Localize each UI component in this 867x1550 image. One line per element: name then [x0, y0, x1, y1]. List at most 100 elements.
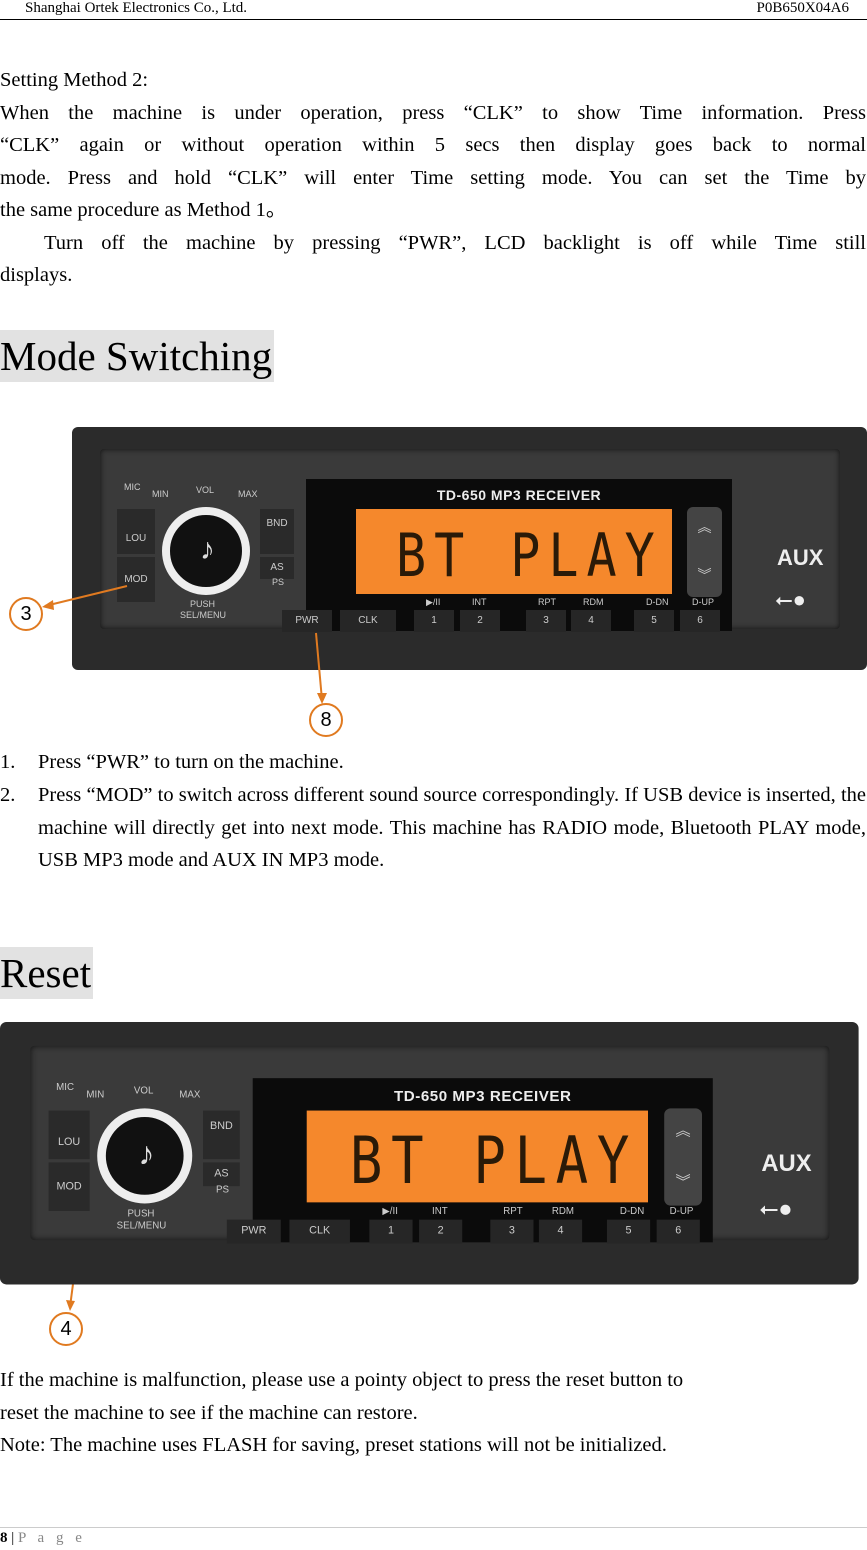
document-id: P0B650X04A6	[756, 0, 849, 16]
band-button[interactable]: BND	[203, 1110, 240, 1160]
down-icon[interactable]: ︾	[697, 567, 712, 583]
up-icon[interactable]: ︽	[675, 1121, 691, 1139]
preset-function-label: ▶/II	[426, 597, 441, 607]
down-icon[interactable]: ︾	[675, 1173, 691, 1191]
preset-function-label: INT	[472, 597, 487, 607]
seek-buttons[interactable]: ︽︾	[664, 1108, 702, 1206]
preset-function-label: RPT	[538, 597, 556, 607]
text-line: reset the machine to see if the machine …	[0, 1401, 418, 1424]
preset-function-label: D-DN	[646, 597, 669, 607]
callout-4: 4	[49, 1312, 83, 1346]
preset-function-label: D-UP	[692, 597, 714, 607]
page-header: Shanghai Ortek Electronics Co., Ltd. P0B…	[0, 0, 867, 20]
vol-label: VOL	[133, 1084, 154, 1096]
car-stereo-image: TD-650 MP3 RECEIVER BT PLAY MIC MIN VOL …	[0, 1022, 859, 1285]
list-text: Press “PWR” to turn on the machine.	[38, 751, 344, 773]
lou-button[interactable]: LOU	[48, 1110, 90, 1160]
preset-button-2[interactable]: 2	[419, 1219, 463, 1244]
preset-button-5[interactable]: 5	[634, 610, 674, 632]
min-label: MIN	[152, 489, 169, 499]
clk-button[interactable]: CLK	[340, 610, 396, 632]
preset-button-6[interactable]: 6	[680, 610, 720, 632]
mic-label: MIC	[56, 1081, 74, 1093]
sel-menu-label: SEL/MENU	[116, 1219, 167, 1231]
heading-reset: Reset	[0, 947, 94, 999]
preset-function-label: D-DN	[619, 1205, 645, 1217]
text-line: “CLK” again or without operation within …	[0, 134, 866, 156]
preset-function-label: D-UP	[669, 1205, 694, 1217]
preset-button-1[interactable]: 1	[414, 610, 454, 632]
preset-function-label: ▶/II	[382, 1205, 398, 1217]
text-line: the same procedure as Method 1。	[0, 199, 287, 221]
volume-knob[interactable]: ♪	[162, 507, 250, 595]
max-label: MAX	[238, 489, 258, 499]
model-label: TD-650 MP3 RECEIVER	[436, 487, 602, 503]
pwr-button[interactable]: PWR	[226, 1219, 281, 1244]
mod-button[interactable]: MOD	[117, 557, 155, 602]
setting-title: Setting Method 2:	[0, 69, 149, 91]
heading-mode-switching: Mode Switching	[0, 330, 275, 382]
car-stereo-image: TD-650 MP3 RECEIVER BT PLAY MIC MIN VOL …	[72, 427, 867, 670]
company-name: Shanghai Ortek Electronics Co., Ltd.	[25, 0, 248, 16]
as-button[interactable]: AS	[203, 1162, 240, 1187]
ps-label: PS	[216, 1184, 229, 1195]
sel-menu-label: SEL/MENU	[180, 610, 227, 620]
display-panel: TD-650 MP3 RECEIVER BT PLAY	[306, 479, 732, 631]
push-label: PUSH	[190, 599, 216, 609]
preset-function-label: INT	[432, 1205, 448, 1217]
list-number: 2.	[0, 784, 16, 806]
mod-button[interactable]: MOD	[48, 1162, 90, 1211]
text-line: If the machine is malfunction, please us…	[0, 1369, 684, 1391]
setting-method-2: Setting Method 2: When the machine is un…	[0, 64, 866, 292]
reset-text: If the machine is malfunction, please us…	[0, 1364, 866, 1462]
model-label: TD-650 MP3 RECEIVER	[394, 1086, 572, 1105]
seek-buttons[interactable]: ︽︾	[687, 507, 722, 597]
max-label: MAX	[179, 1088, 201, 1100]
page-footer: 8 | P a g e	[0, 1527, 867, 1547]
aux-label: AUX	[761, 1149, 812, 1177]
text-line: mode. Press and hold “CLK” will enter Ti…	[0, 166, 866, 189]
ps-label: PS	[272, 577, 285, 587]
as-button[interactable]: AS	[260, 557, 294, 579]
phone-icon: ♪	[200, 533, 215, 566]
page-number: 8	[0, 1530, 8, 1546]
list-text: Press “MOD” to switch across different s…	[38, 784, 866, 871]
pwr-button[interactable]: PWR	[282, 610, 332, 632]
lcd-text: BT PLAY	[396, 521, 663, 591]
display-panel: TD-650 MP3 RECEIVER BT PLAY	[252, 1078, 713, 1243]
preset-function-label: RPT	[503, 1205, 523, 1217]
preset-button-4[interactable]: 4	[538, 1219, 583, 1244]
volume-knob[interactable]: ♪	[97, 1108, 193, 1204]
preset-function-label: RDM	[551, 1205, 575, 1217]
page-label: P a g e	[18, 1530, 86, 1546]
lcd-screen: BT PLAY	[356, 509, 672, 594]
min-label: MIN	[86, 1088, 105, 1100]
phone-icon: ♪	[138, 1136, 155, 1173]
aux-label: AUX	[777, 545, 824, 570]
vol-label: VOL	[196, 485, 215, 495]
preset-button-5[interactable]: 5	[606, 1219, 651, 1244]
clk-button[interactable]: CLK	[289, 1219, 350, 1244]
usb-icon: ⭠●	[759, 1194, 793, 1222]
text-line: When the machine is under operation, pre…	[0, 101, 866, 124]
push-label: PUSH	[127, 1207, 155, 1219]
preset-function-label: RDM	[583, 597, 604, 607]
preset-button-1[interactable]: 1	[369, 1219, 413, 1244]
band-button[interactable]: BND	[260, 509, 294, 554]
up-icon[interactable]: ︽	[697, 519, 712, 535]
usb-icon: ⭠●	[775, 587, 806, 612]
callout-8: 8	[309, 703, 343, 737]
preset-button-2[interactable]: 2	[460, 610, 500, 632]
preset-button-4[interactable]: 4	[571, 610, 611, 632]
text-line: displays.	[0, 264, 73, 286]
preset-button-3[interactable]: 3	[490, 1219, 534, 1244]
lcd-screen: BT PLAY	[306, 1110, 648, 1203]
callout-3: 3	[9, 597, 43, 631]
preset-button-3[interactable]: 3	[526, 610, 566, 632]
preset-button-6[interactable]: 6	[656, 1219, 700, 1244]
list-number: 1.	[0, 751, 16, 773]
lcd-text: BT PLAY	[349, 1123, 638, 1199]
lou-button[interactable]: LOU	[117, 509, 155, 554]
text-line: Note: The machine uses FLASH for saving,…	[0, 1434, 667, 1456]
